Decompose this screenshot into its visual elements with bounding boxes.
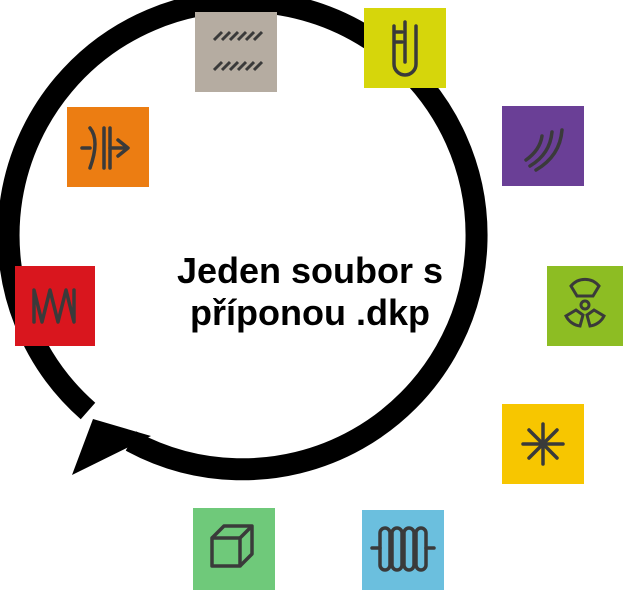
radiation-icon <box>564 277 606 328</box>
hatch-icon <box>212 30 264 72</box>
center-label: Jeden soubor s příponou .dkp <box>120 250 500 334</box>
acoustic-tile <box>502 106 584 186</box>
zigzag-icon <box>32 288 76 324</box>
cycle-arrowhead <box>72 419 151 475</box>
radiator-icon <box>370 526 436 572</box>
box-tile <box>193 508 275 590</box>
center-label-line-2: příponou .dkp <box>190 292 430 333</box>
radiation-tile <box>547 266 623 346</box>
heating-coil-tile <box>15 266 95 346</box>
snowflake-tile <box>502 404 584 484</box>
sound-wave-icon <box>524 128 564 172</box>
valve-arrow-icon <box>80 126 130 170</box>
thermometer-icon <box>392 20 418 77</box>
radiator-tile <box>362 510 444 590</box>
hatched-material-tile <box>195 12 277 92</box>
asterisk-icon <box>521 422 565 466</box>
thermometer-tile <box>364 8 446 88</box>
valve-tile <box>67 107 149 187</box>
cube-icon <box>210 524 254 568</box>
center-label-line-1: Jeden soubor s <box>176 250 444 291</box>
